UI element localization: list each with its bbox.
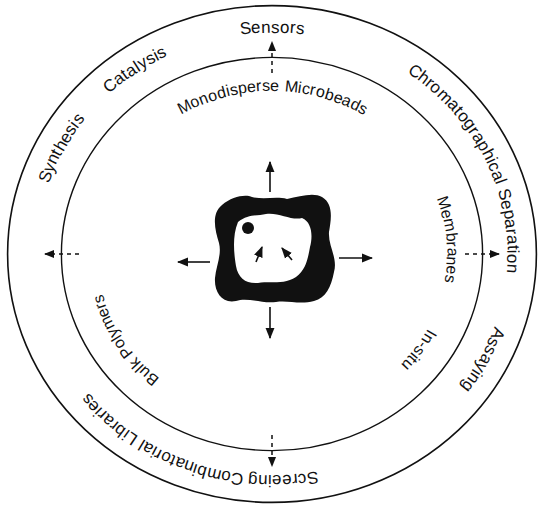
label-letter: e bbox=[272, 472, 282, 489]
label-letter: r bbox=[444, 241, 460, 247]
outward-arrow bbox=[269, 307, 271, 338]
label-letter: e bbox=[282, 472, 292, 490]
ring-outline bbox=[60, 56, 484, 452]
label-letter: M bbox=[284, 78, 299, 95]
label-letter: i bbox=[268, 472, 272, 489]
label-letter: t bbox=[504, 245, 521, 250]
outward-arrow bbox=[178, 261, 210, 263]
label-letter: n bbox=[258, 472, 268, 489]
outward-arrow bbox=[269, 162, 271, 192]
ring-ellipse bbox=[61, 57, 482, 450]
label-letter: b bbox=[443, 231, 460, 242]
label-letter: m bbox=[440, 217, 458, 233]
label-letter: S bbox=[239, 19, 252, 37]
ring-band: CatalysisSensorsChromatographical Separa… bbox=[6, 4, 538, 504]
label-letter: a bbox=[444, 247, 460, 256]
label-letter: o bbox=[504, 254, 521, 264]
ring-ellipse bbox=[8, 6, 537, 503]
label-letter: a bbox=[504, 234, 522, 245]
label-letter: o bbox=[280, 19, 290, 36]
label-letter: s bbox=[262, 78, 270, 94]
label-letter: s bbox=[271, 18, 280, 35]
polymer-blob bbox=[215, 195, 335, 303]
label-letter: n bbox=[261, 18, 271, 35]
label-letter: g bbox=[248, 471, 259, 489]
outward-arrow bbox=[339, 257, 372, 259]
label-letter: n bbox=[444, 256, 460, 266]
label-letter: r bbox=[256, 78, 262, 94]
label-letter: e bbox=[270, 78, 279, 94]
label-letter: S bbox=[306, 468, 320, 487]
label-letter: i bbox=[504, 250, 521, 254]
label-letter: n bbox=[504, 263, 522, 274]
label-letter: C bbox=[230, 469, 245, 488]
ring-band: Monodisperse MicrobeadsMembranesIn-situB… bbox=[60, 56, 484, 452]
label-letter: s bbox=[295, 20, 305, 38]
template-dot bbox=[242, 222, 254, 234]
imprint-cavity bbox=[234, 214, 311, 283]
label-letter: s bbox=[441, 274, 458, 284]
label-letter: e bbox=[251, 19, 262, 37]
cavity-arrow bbox=[282, 248, 292, 260]
cavity-arrow bbox=[256, 247, 262, 262]
label-letter: e bbox=[246, 79, 257, 96]
